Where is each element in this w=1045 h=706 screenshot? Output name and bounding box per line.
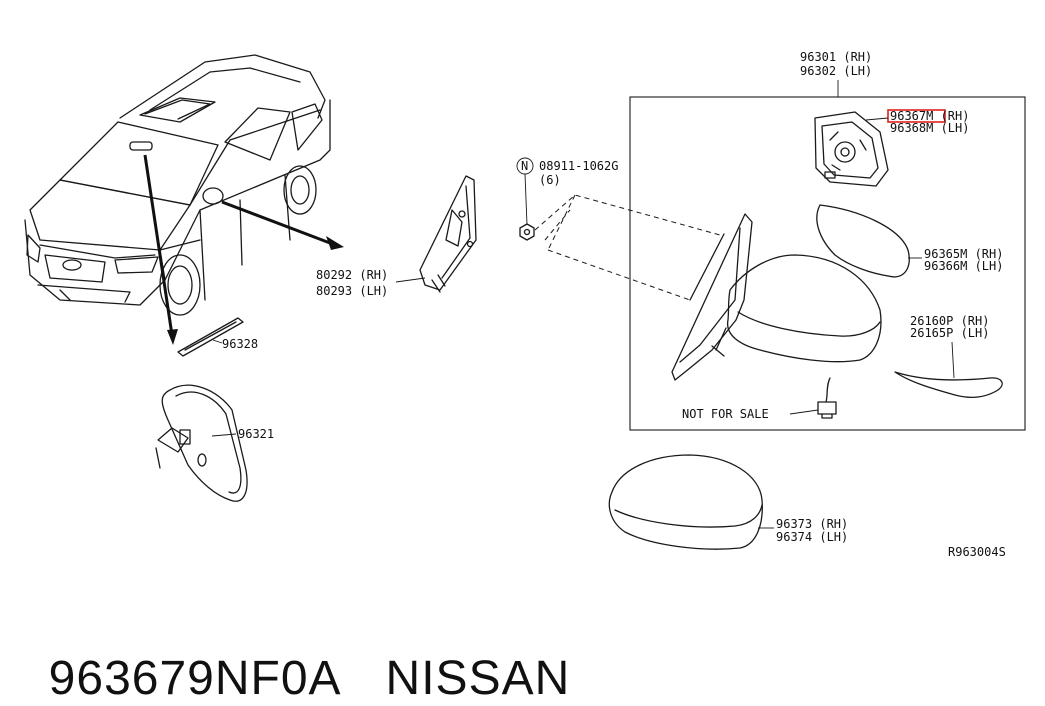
label-not-for-sale: NOT FOR SALE <box>682 407 769 421</box>
label-cover-lh: 96374 (LH) <box>776 530 848 544</box>
label-nut-part: 08911-1062G <box>539 159 618 173</box>
door-finisher <box>419 175 477 293</box>
label-glass-lh: 96366M (LH) <box>924 259 1003 273</box>
reference-arrows <box>143 154 344 345</box>
label-finisher-rh: 80292 (RH) <box>316 268 388 282</box>
nut-icon <box>519 223 535 241</box>
nut-symbol: N <box>521 159 528 173</box>
label-nut-qty: (6) <box>539 173 561 187</box>
brand-name: NISSAN <box>385 652 571 705</box>
part-title: 963679NF0A NISSAN <box>20 596 570 706</box>
mirror-glass <box>816 204 910 278</box>
harness-connector <box>817 377 837 419</box>
label-lamp-lh: 26165P (LH) <box>910 326 989 340</box>
vehicle-illustration <box>24 54 331 316</box>
part-number: 963679NF0A <box>48 652 342 705</box>
inner-mirror <box>155 384 248 502</box>
seal-strip <box>177 317 244 357</box>
label-actuator-lh: 96368M (LH) <box>890 121 969 135</box>
mirror-cover <box>608 454 763 550</box>
parts-diagram: 96328 96321 80292 (RH) 80293 (LH) N 0891… <box>24 50 1026 559</box>
mirror-actuator <box>814 111 889 187</box>
label-lamp-rh: 26160P (RH) <box>910 314 989 328</box>
label-seal: 96328 <box>222 337 258 351</box>
assembly-box <box>629 96 1026 431</box>
highlight-box <box>887 109 946 123</box>
label-inner-mirror: 96321 <box>238 427 274 441</box>
diagram-ref-code: R963004S <box>948 545 1006 559</box>
label-finisher-lh: 80293 (LH) <box>316 284 388 298</box>
turn-signal-lamp <box>894 371 1003 398</box>
label-assembly-lh: 96302 (LH) <box>800 64 872 78</box>
label-assembly-rh: 96301 (RH) <box>800 50 872 64</box>
label-actuator-rh: 96367M (RH) <box>890 109 969 123</box>
label-glass-rh: 96365M (RH) <box>924 247 1003 261</box>
label-cover-rh: 96373 (RH) <box>776 517 848 531</box>
mirror-body <box>671 213 882 381</box>
